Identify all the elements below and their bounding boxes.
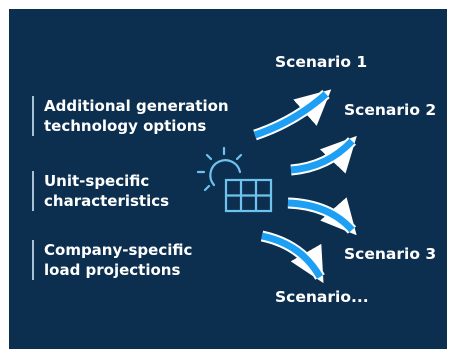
input-generation-options: Additional generation technology options [32,96,229,136]
scenario-1-label: Scenario 1 [275,53,368,71]
sun-solar-panel-icon [196,146,273,213]
arrow-to-scenario-1 [253,89,332,141]
input-load-projections: Company-specific load projections [32,240,192,280]
scenario-2-label: Scenario 2 [344,101,437,119]
arrow-to-scenario-2 [290,135,357,176]
scenario-3-label: Scenario 3 [344,245,437,263]
scenario-more-label: Scenario... [275,288,369,306]
input-unit-characteristics: Unit-specific characteristics [32,171,169,211]
arrow-to-scenario-3 [287,197,357,236]
arrow-to-scenario-more [260,230,325,284]
